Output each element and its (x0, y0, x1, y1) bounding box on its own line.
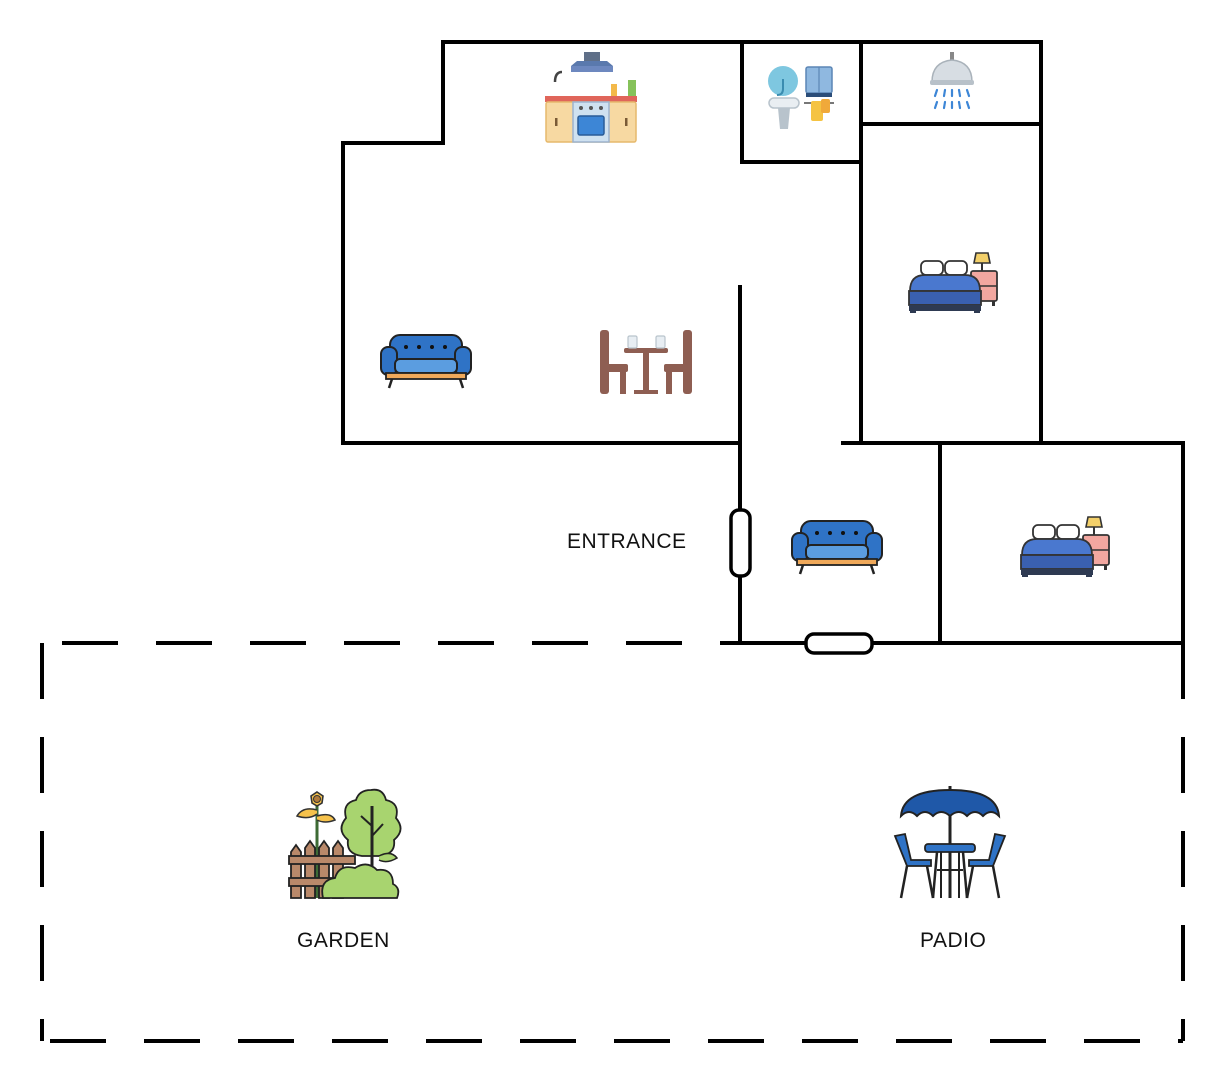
bed-icon (1020, 516, 1110, 577)
wall-main-room (341, 40, 744, 445)
garden-label: GARDEN (297, 929, 390, 952)
entrance-door (729, 508, 752, 578)
wall-bathroom (740, 40, 863, 164)
bathroom-sink-icon (768, 66, 834, 129)
sofa-icon (380, 334, 472, 389)
shower-icon (930, 52, 974, 110)
patio-label: PADIO (920, 929, 987, 952)
entrance-label: ENTRANCE (567, 530, 687, 553)
patio-door (804, 632, 874, 655)
sofa-icon (791, 520, 883, 575)
garden-icon (288, 788, 402, 899)
patio-table-icon (893, 786, 1007, 899)
outdoor-boundary (40, 641, 1185, 1043)
kitchen-icon (545, 52, 637, 143)
bed-icon (908, 252, 998, 313)
dining-table-icon (600, 330, 692, 394)
